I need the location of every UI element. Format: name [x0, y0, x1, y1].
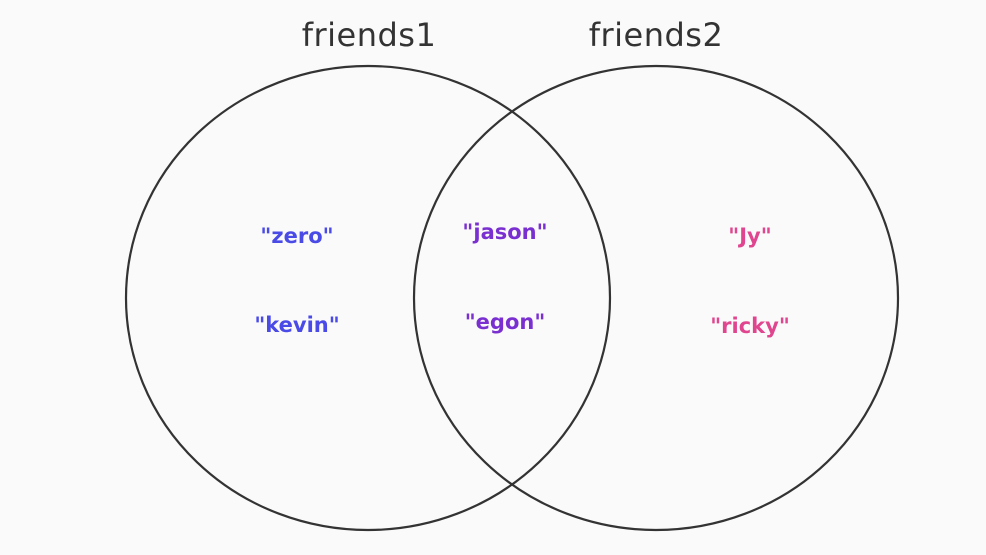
intersection-item-jason: "jason": [462, 220, 548, 244]
friends1-item-zero: "zero": [260, 224, 334, 248]
friends2-circle: [412, 64, 900, 532]
friends1-item-kevin: "kevin": [254, 313, 340, 337]
intersection-item-egon: "egon": [464, 310, 546, 334]
friends2-item-jy: "Jy": [728, 224, 772, 248]
friends1-title: friends1: [301, 16, 437, 54]
friends2-title: friends2: [588, 16, 724, 54]
friends2-item-ricky: "ricky": [710, 314, 790, 338]
friends1-circle: [124, 64, 612, 532]
